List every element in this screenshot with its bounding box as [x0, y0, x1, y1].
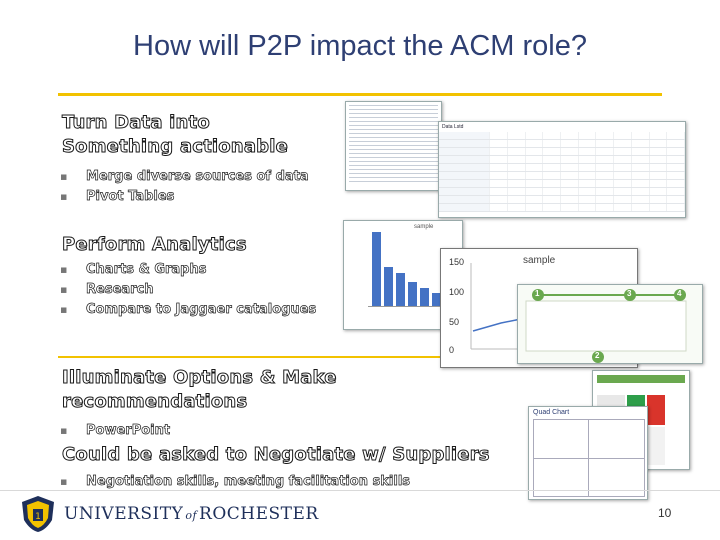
y-tick-label: 50	[449, 317, 460, 327]
quad-grid	[533, 419, 645, 497]
chart-bar	[396, 273, 405, 307]
bullet-item: Merge diverse sources of data	[56, 167, 309, 187]
y-tick-label: 0	[449, 345, 455, 355]
chart-bar	[384, 267, 393, 307]
bullet-item: Compare to Jaggaer catalogues	[56, 300, 317, 320]
y-tick-label: 100	[449, 287, 465, 297]
wordmark-left: UNIVERSITY	[64, 504, 184, 524]
scorecard-cell	[647, 427, 665, 465]
slide-title: How will P2P impact the ACM role?	[133, 30, 587, 62]
scorecard-red-column	[647, 395, 665, 425]
line-chart-label: sample	[523, 255, 556, 266]
quad-chart-thumbnail: Quad Chart	[528, 406, 648, 500]
chart-bar	[432, 293, 441, 307]
title-divider	[58, 93, 662, 96]
chart-axis	[368, 306, 456, 307]
section-heading-options: Illuminate Options & Make recommendation…	[62, 366, 337, 414]
bullet-item: PowerPoint	[56, 421, 170, 441]
quad-chart-title: Quad Chart	[533, 409, 570, 416]
section-heading-analytics: Perform Analytics	[62, 234, 248, 256]
heading-line: recommendations	[62, 391, 248, 413]
step-number: 1	[535, 289, 540, 298]
step-number: 2	[595, 351, 600, 360]
y-tick-label: 150	[449, 257, 465, 267]
heading-line: Something actionable	[61, 136, 289, 158]
scorecard-header	[597, 375, 685, 383]
chart-thumb-label: sample	[414, 224, 434, 230]
bullet-list-options: PowerPoint	[56, 421, 170, 441]
bullet-item: Negotiation skills, meeting facilitation…	[56, 472, 410, 492]
section-heading-negotiate: Could be asked to Negotiate w/ Suppliers	[62, 444, 491, 466]
wordmark-right: ROCHESTER	[199, 504, 319, 524]
pivot-header: Data Lstd	[442, 124, 464, 130]
chart-bar	[420, 288, 429, 307]
section-divider	[58, 356, 448, 358]
process-flow	[525, 289, 687, 363]
bullet-item: Charts & Graphs	[56, 260, 316, 280]
bullet-list-data: Merge diverse sources of data Pivot Tabl…	[56, 167, 309, 207]
page-number: 10	[658, 506, 672, 520]
heading-line: Illuminate Options & Make	[62, 367, 337, 389]
bullet-list-analytics: Charts & Graphs Research Compare to Jagg…	[56, 260, 317, 320]
bullet-item: Research	[56, 280, 316, 300]
process-diagram-thumbnail: 1 2 3 4	[517, 284, 703, 364]
heading-line: Turn Data into	[61, 112, 210, 134]
bullet-item: Pivot Tables	[56, 187, 309, 207]
wordmark-of: of	[185, 509, 198, 522]
university-seal-icon: 1	[22, 496, 54, 532]
spreadsheet-data-thumbnail	[345, 101, 442, 191]
bullet-list-negotiate: Negotiation skills, meeting facilitation…	[56, 472, 410, 492]
section-heading-data: Turn Data into Something actionable	[61, 111, 289, 159]
svg-text:1: 1	[35, 512, 41, 522]
step-number: 4	[677, 289, 682, 298]
pivot-table-thumbnail: Data Lstd	[438, 121, 686, 218]
chart-bar	[372, 232, 381, 307]
step-number: 3	[627, 289, 632, 298]
chart-bar	[408, 282, 417, 307]
footer-divider	[0, 490, 720, 491]
